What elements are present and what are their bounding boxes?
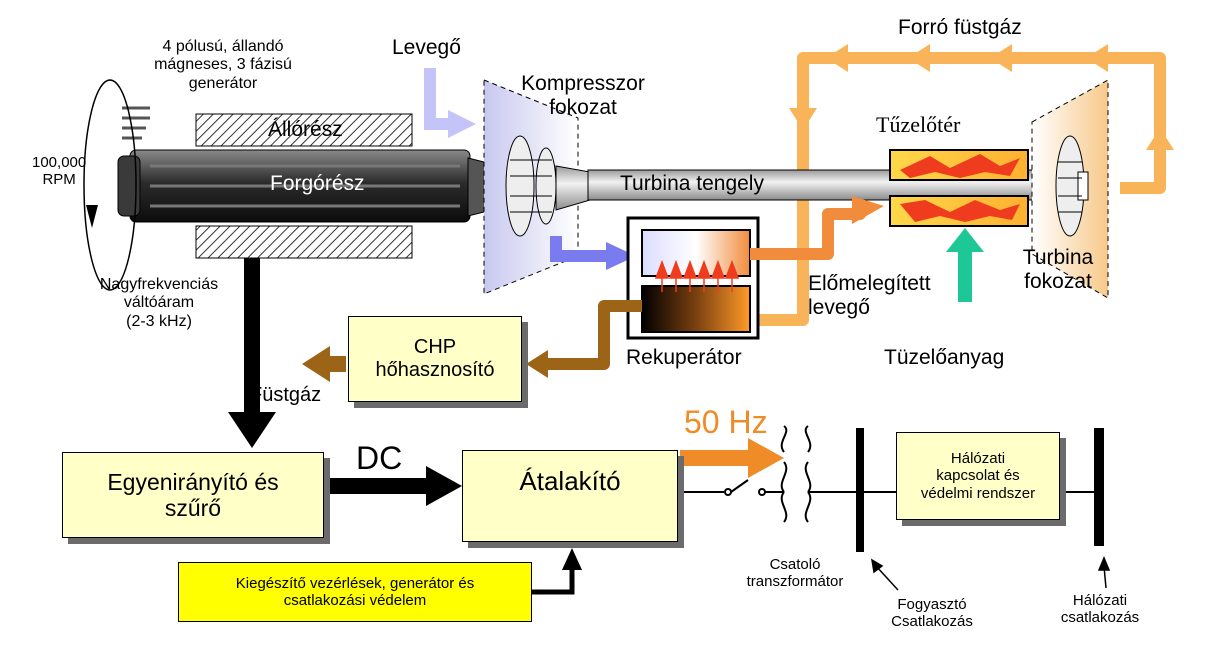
heat-transfer-arrows bbox=[654, 259, 740, 292]
grid-protection-label: Hálózati kapcsolat és védelmi rendszer bbox=[920, 450, 1036, 502]
freq-arrow-shaft bbox=[680, 450, 754, 466]
recuperator-label: Rekuperátor bbox=[626, 346, 742, 369]
shaft-label: Turbina tengely bbox=[620, 172, 764, 195]
grid-protection-box: Hálózati kapcsolat és védelmi rendszer bbox=[896, 432, 1060, 520]
controls-line bbox=[532, 566, 575, 595]
generator-description: 4 pólusú, állandó mágneses, 3 fázisú gen… bbox=[154, 38, 292, 92]
rectifier-label: Egyenirányító és szűrő bbox=[107, 468, 279, 521]
consumer-label: Fogyasztó Csatlakozás bbox=[891, 596, 973, 631]
stator-top bbox=[195, 113, 413, 147]
rectifier-box: Egyenirányító és szűrő bbox=[62, 452, 324, 538]
air-label: Levegő bbox=[392, 36, 461, 59]
stator-label: Állórész bbox=[268, 118, 343, 141]
chp-label: CHP hőhasznosító bbox=[375, 336, 495, 381]
grid-line bbox=[680, 425, 1100, 523]
turbine-wheel bbox=[1055, 135, 1089, 237]
ac-output-arrowhead bbox=[228, 412, 276, 448]
controls-arrowhead bbox=[562, 548, 582, 570]
dc-label: DC bbox=[356, 440, 403, 476]
freq-arrowhead bbox=[748, 438, 784, 478]
compressed-air-arrowhead bbox=[606, 242, 636, 270]
dc-arrow-shaft bbox=[326, 478, 430, 494]
flames bbox=[900, 154, 1020, 222]
fuel-arrowhead bbox=[946, 228, 984, 252]
shaft-cone bbox=[555, 165, 591, 211]
turbine-label: Turbina fokozat bbox=[1022, 246, 1094, 294]
compressor-wheel bbox=[505, 135, 557, 237]
ac-output-label: Nagyfrekvenciás váltóáram (2-3 kHz) bbox=[99, 276, 219, 330]
flue-out-arrowhead bbox=[302, 346, 330, 382]
hot-gas-arrowheads bbox=[734, 44, 1174, 334]
stator-bottom bbox=[195, 225, 413, 259]
chp-box: CHP hőhasznosító bbox=[348, 316, 522, 402]
preheated-air-label: Előmelegített levegő bbox=[808, 272, 931, 320]
compressor-label: Kompresszor fokozat bbox=[521, 72, 645, 120]
rotation-arrowhead bbox=[86, 205, 98, 228]
inverter-label: Átalakító bbox=[519, 466, 621, 496]
flue-label: Füstgáz bbox=[250, 384, 322, 406]
hot-gas-loop bbox=[758, 52, 1166, 326]
transformer-label: Csatoló transzformátor bbox=[746, 556, 844, 591]
grid-connection-label: Hálózati csatlakozás bbox=[1060, 592, 1140, 627]
consumer-busbar bbox=[856, 428, 864, 552]
ac-output-shaft bbox=[244, 258, 260, 418]
rotor-label: Forgórész bbox=[270, 172, 365, 195]
grid-busbar bbox=[1094, 428, 1104, 546]
pointer-arrows bbox=[870, 556, 1111, 591]
flue-path-to-chp bbox=[544, 300, 642, 370]
fuel-arrow-shaft bbox=[958, 250, 972, 302]
flue-to-chp-arrowhead bbox=[526, 350, 548, 378]
recuperator-hot-side bbox=[641, 285, 751, 333]
compressed-air-arrow bbox=[550, 236, 610, 262]
air-inlet-arrowhead bbox=[448, 110, 476, 138]
exhaust-label: Forró füstgáz bbox=[898, 16, 1022, 39]
fuel-label: Tüzelőanyag bbox=[884, 346, 1005, 369]
controls-box: Kiegészítő vezérlések, generátor és csat… bbox=[178, 562, 532, 622]
rotor-stripes bbox=[150, 164, 460, 208]
speed-label: 100,000 RPM bbox=[32, 154, 87, 189]
combustor-label: Tűzelőtér bbox=[876, 112, 961, 137]
freq-label: 50 Hz bbox=[684, 404, 768, 440]
air-inlet-arrow bbox=[424, 68, 452, 130]
rotor-endcap bbox=[117, 155, 141, 217]
preheated-air-arrowhead bbox=[852, 196, 884, 224]
rotation-arrow bbox=[83, 79, 137, 291]
speed-marks bbox=[122, 106, 150, 140]
controls-label: Kiegészítő vezérlések, generátor és csat… bbox=[235, 574, 475, 609]
inverter-box: Átalakító bbox=[462, 450, 678, 542]
dc-arrowhead bbox=[426, 466, 462, 506]
